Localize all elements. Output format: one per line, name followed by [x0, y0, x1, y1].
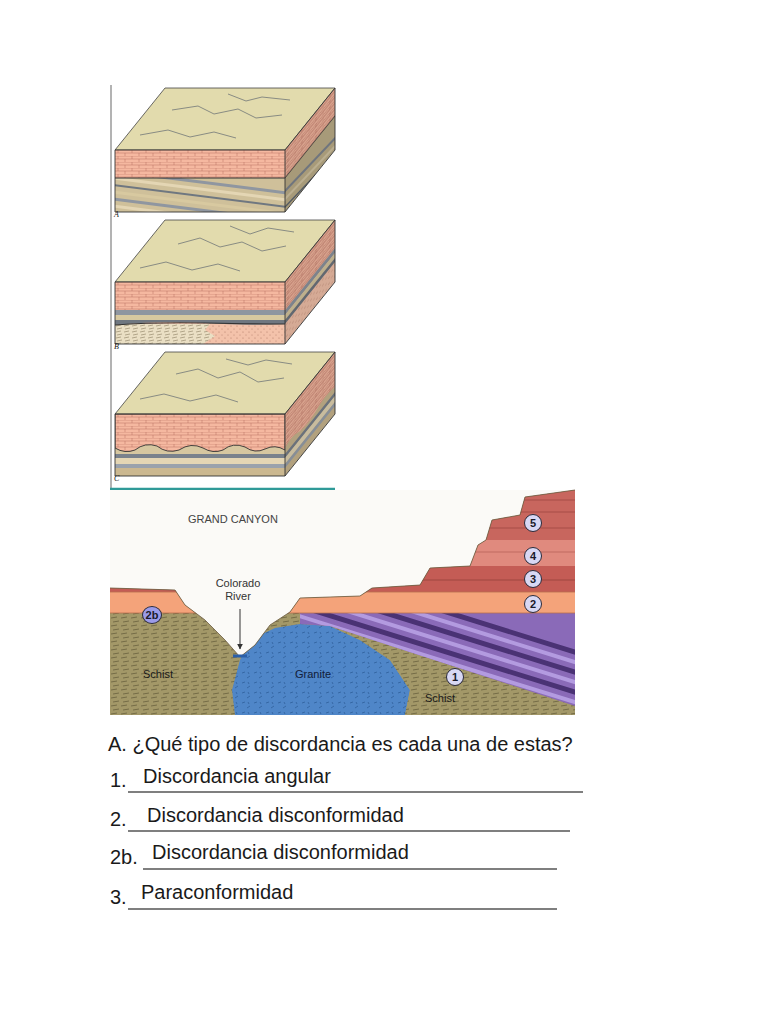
callout-number: 1: [446, 668, 464, 686]
block-diagram: [285, 88, 335, 212]
block-diagram: [285, 220, 335, 344]
block-diagram: [115, 320, 285, 325]
answer-line: [128, 791, 583, 792]
answer-line: [128, 792, 583, 909]
block-diagram: [115, 220, 335, 344]
canyon-section: [110, 592, 575, 613]
callout-number: 4: [524, 547, 542, 565]
canyon-section: [110, 540, 575, 566]
canyon-section: [110, 480, 600, 740]
callout-text: 3: [530, 574, 536, 585]
block-diagram: [115, 414, 285, 476]
block-letter: A: [114, 210, 119, 219]
callout-number: 2: [524, 595, 542, 613]
block-diagram: [115, 310, 285, 315]
block-diagram: [115, 150, 285, 212]
answer-line: [128, 908, 557, 909]
canyon-section: [110, 566, 575, 592]
callout-text: 2b: [146, 610, 159, 621]
section-title: GRAND CANYON: [188, 513, 278, 526]
rock-label: Schist: [425, 692, 455, 705]
answer-text: Discordancia disconformidad: [147, 804, 404, 827]
canyon-section: [110, 480, 600, 740]
block-diagram: [115, 88, 335, 212]
block-diagram: [105, 76, 345, 236]
rock-label: Granite: [295, 668, 331, 681]
block-diagram: [285, 352, 335, 476]
block-diagram: [115, 282, 285, 344]
block-letter: C: [114, 474, 119, 483]
item-number: 2b.: [110, 846, 138, 869]
block-diagram: [285, 116, 335, 178]
block-diagram: [285, 352, 335, 476]
canyon-section: [110, 592, 575, 613]
block-diagram: [115, 458, 285, 464]
block-diagram: [115, 323, 285, 325]
item-number: 3.: [110, 886, 127, 909]
block-diagram: [115, 282, 285, 344]
block-diagram: [115, 315, 285, 320]
block-diagram: [140, 226, 294, 271]
callout-text: 5: [530, 518, 536, 529]
canyon-section: [110, 480, 575, 540]
block-diagram: [115, 150, 285, 178]
block-diagram: [115, 414, 285, 476]
callout-number: 5: [524, 514, 542, 532]
block-diagram: [285, 220, 335, 344]
canyon-section: [110, 500, 575, 528]
leader-line: [240, 609, 241, 649]
answer-line: [128, 830, 570, 831]
block-diagram: [285, 88, 335, 212]
question-text: A. ¿Qué tipo de discordancia es cada una…: [108, 733, 573, 756]
block-diagram: [115, 454, 285, 458]
frame-line: [110, 488, 335, 491]
block-diagram: [115, 464, 285, 468]
block-diagram: [115, 177, 285, 178]
callout-text: 2: [530, 599, 536, 610]
frame-line: [110, 85, 112, 489]
canyon-section: [233, 655, 247, 658]
block-diagram: [115, 352, 335, 476]
block-diagram: [140, 359, 292, 402]
block-diagram: [115, 352, 335, 476]
canyon-section: [110, 490, 575, 657]
block-diagram: [115, 220, 335, 344]
callout-number: 2b: [142, 606, 162, 624]
block-diagram: [285, 88, 335, 212]
block-diagram: [285, 352, 335, 476]
canyon-section: [110, 480, 575, 720]
block-diagram: [285, 220, 335, 344]
answer-text: Paraconformidad: [141, 881, 293, 904]
answer-line: [143, 868, 557, 869]
block-diagram: [115, 414, 285, 452]
block-diagram: [115, 205, 285, 212]
block-diagram: [140, 94, 290, 138]
answer-text: Discordancia angular: [143, 765, 331, 788]
answer-text: Discordancia disconformidad: [152, 841, 409, 864]
callout-number: 3: [524, 570, 542, 588]
block-diagram: [115, 324, 215, 344]
callout-text: 1: [452, 672, 458, 683]
item-number: 1.: [110, 769, 127, 792]
feature-label: Colorado River: [208, 577, 268, 602]
block-letter: B: [114, 342, 119, 351]
item-number: 2.: [110, 808, 127, 831]
callout-text: 4: [530, 551, 536, 562]
canyon-section: [110, 580, 575, 581]
block-diagram: [115, 282, 285, 310]
canyon-section: [110, 552, 575, 553]
rock-label: Schist: [143, 668, 173, 681]
